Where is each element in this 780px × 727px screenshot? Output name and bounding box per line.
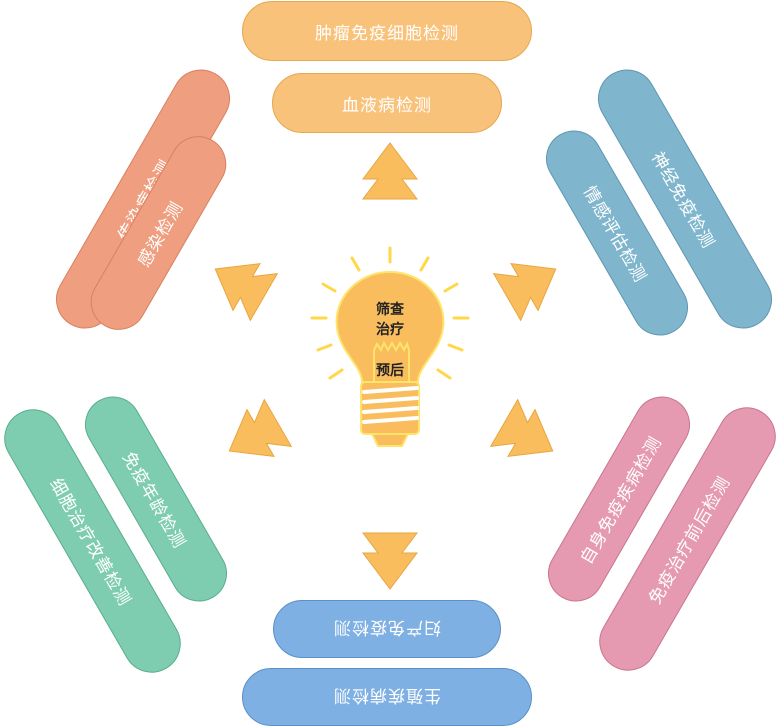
lightbulb-icon (335, 270, 445, 447)
center-label-prognosis: 预后 (376, 363, 404, 379)
bottom-outer-pill: 生殖疾病检测 (242, 668, 532, 726)
top-outer-label: 肿瘤免疫细胞检测 (315, 23, 459, 44)
arrow-down-icon (362, 532, 418, 590)
arrow-downright-icon (490, 399, 567, 475)
top-inner-label: 血液病检测 (342, 95, 432, 116)
center-label-treatment: 治疗 (376, 322, 404, 338)
arrow-upleft-icon (201, 245, 278, 321)
arrow-downleft-icon (215, 399, 292, 475)
arrow-upright-icon (493, 245, 570, 321)
bottom-inner-pill: 妇产免疫检测 (273, 600, 501, 658)
center-label-screening: 筛查 (376, 302, 404, 318)
arrow-up-icon (362, 142, 418, 200)
top-inner-pill: 血液病检测 (272, 73, 502, 133)
top-outer-pill: 肿瘤免疫细胞检测 (242, 1, 532, 61)
bulb-rays-icon (310, 246, 470, 380)
